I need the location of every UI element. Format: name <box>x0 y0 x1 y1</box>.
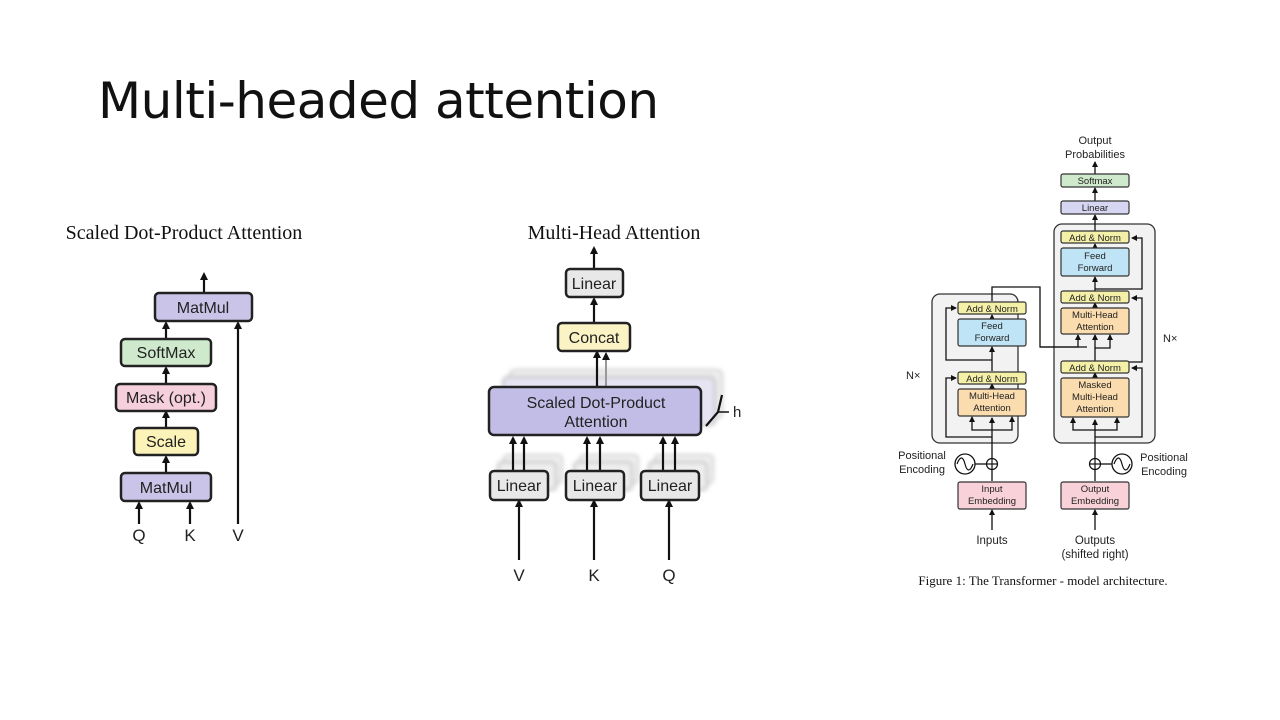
mha-input-v: V <box>513 566 525 585</box>
tf-enc-ff-line1: Feed <box>981 321 1003 332</box>
sdpa-input-v: V <box>232 526 244 545</box>
sdpa-mask-label: Mask (opt.) <box>126 390 206 407</box>
mha-concat-label: Concat <box>569 330 620 347</box>
tf-dec-masked-line3: Attention <box>1076 404 1114 415</box>
tf-enc-ff-box <box>957 318 1027 347</box>
tf-pos-enc-right-line2: Encoding <box>1141 466 1187 478</box>
tf-enc-mha-box <box>957 388 1027 417</box>
tf-dec-mha-line1: Multi-Head <box>1072 310 1118 321</box>
tf-input-emb-line1: Input <box>981 484 1002 495</box>
tf-output-prob-line1: Output <box>1078 135 1111 147</box>
tf-input-emb-line2: Embedding <box>968 496 1016 507</box>
sdpa-matmul-bottom-box <box>119 471 213 503</box>
mha-linear-v-box <box>488 469 550 502</box>
tf-enc-mha-line2: Attention <box>973 403 1011 414</box>
tf-dec-ff-line2: Forward <box>1078 263 1113 274</box>
mha-input-k: K <box>588 566 600 585</box>
sdpa-softmax-label: SoftMax <box>137 345 196 362</box>
mha-sdpa-label-line1: Scaled Dot-Product <box>527 395 666 412</box>
tf-dec-addnorm2-box <box>1060 290 1130 304</box>
tf-enc-addnorm1-label: Add & Norm <box>966 374 1018 385</box>
tf-linear-box <box>1060 200 1130 215</box>
tf-softmax-label: Softmax <box>1078 176 1113 187</box>
sdpa-scale-label: Scale <box>146 434 186 451</box>
tf-output-emb-line1: Output <box>1081 484 1110 495</box>
sdpa-scale-box <box>132 426 200 457</box>
mha-title: Multi-Head Attention <box>528 222 701 244</box>
mha-linear-k-label: Linear <box>573 478 618 495</box>
tf-dec-addnorm3-box <box>1060 230 1130 244</box>
tf-encoder-block <box>931 293 1019 444</box>
mha-linear-q-label: Linear <box>648 478 693 495</box>
sdpa-input-k: K <box>184 526 196 545</box>
tf-dec-addnorm1-box <box>1060 360 1130 374</box>
sdpa-title: Scaled Dot-Product Attention <box>66 222 303 244</box>
tf-enc-ff-line2: Forward <box>975 333 1010 344</box>
tf-enc-addnorm2-box <box>957 301 1027 315</box>
tf-pos-enc-left-line2: Encoding <box>899 464 945 476</box>
mha-linear-v-label: Linear <box>497 478 542 495</box>
tf-dec-addnorm3-label: Add & Norm <box>1069 233 1121 244</box>
tf-output-prob-line2: Probabilities <box>1065 149 1125 161</box>
mha-concat-box <box>556 321 632 353</box>
tf-output-emb-line2: Embedding <box>1071 496 1119 507</box>
tf-enc-nx: N× <box>906 370 920 382</box>
tf-dec-ff-box <box>1060 247 1130 277</box>
mha-h-label: h <box>733 404 741 421</box>
sdpa-matmul-top-label: MatMul <box>177 300 229 317</box>
tf-dec-nx: N× <box>1163 333 1177 345</box>
sdpa-matmul-bottom-label: MatMul <box>140 480 192 497</box>
sdpa-diagram: Scaled Dot-Product Attention MatMul Soft… <box>66 222 303 545</box>
mha-linear-out-box <box>564 267 625 299</box>
tf-dec-mha-line2: Attention <box>1076 322 1114 333</box>
tf-dec-masked-line2: Multi-Head <box>1072 392 1118 403</box>
tf-dec-masked-line1: Masked <box>1078 380 1111 391</box>
mha-sdpa-label-line2: Attention <box>564 414 627 431</box>
tf-softmax-box <box>1060 173 1130 188</box>
tf-dec-mha-box <box>1060 307 1130 335</box>
mha-sdpa-box <box>487 385 703 437</box>
transformer-diagram: Output Probabilities <box>898 135 1188 588</box>
tf-dec-addnorm2-label: Add & Norm <box>1069 293 1121 304</box>
tf-enc-addnorm1-box <box>957 371 1027 385</box>
sdpa-input-q: Q <box>132 526 145 545</box>
tf-output-embedding-box <box>1060 481 1130 510</box>
sdpa-matmul-top-box <box>153 291 254 323</box>
sdpa-softmax-box <box>119 337 213 368</box>
mha-input-q: Q <box>662 566 675 585</box>
tf-linear-label: Linear <box>1082 203 1108 214</box>
tf-outputs-line1: Outputs <box>1075 535 1116 547</box>
slide-title: Multi-headed attention <box>98 72 659 130</box>
tf-dec-addnorm1-label: Add & Norm <box>1069 363 1121 374</box>
tf-enc-addnorm2-label: Add & Norm <box>966 304 1018 315</box>
tf-input-embedding-box <box>957 481 1027 510</box>
tf-inputs-label: Inputs <box>976 535 1008 547</box>
tf-pos-enc-left-line1: Positional <box>898 450 946 462</box>
sdpa-mask-box <box>114 382 218 413</box>
tf-outputs-line2: (shifted right) <box>1061 549 1128 561</box>
tf-dec-masked-mha-box <box>1060 377 1130 418</box>
mha-linear-k-box <box>564 469 626 502</box>
mha-linear-q-box <box>639 469 701 502</box>
tf-caption: Figure 1: The Transformer - model archit… <box>918 573 1167 588</box>
tf-enc-mha-line1: Multi-Head <box>969 391 1015 402</box>
mha-linear-out-label: Linear <box>572 276 617 293</box>
mha-diagram: Multi-Head Attention Linear Concat <box>487 222 741 585</box>
tf-dec-ff-line1: Feed <box>1084 251 1106 262</box>
tf-pos-enc-right-line1: Positional <box>1140 452 1188 464</box>
